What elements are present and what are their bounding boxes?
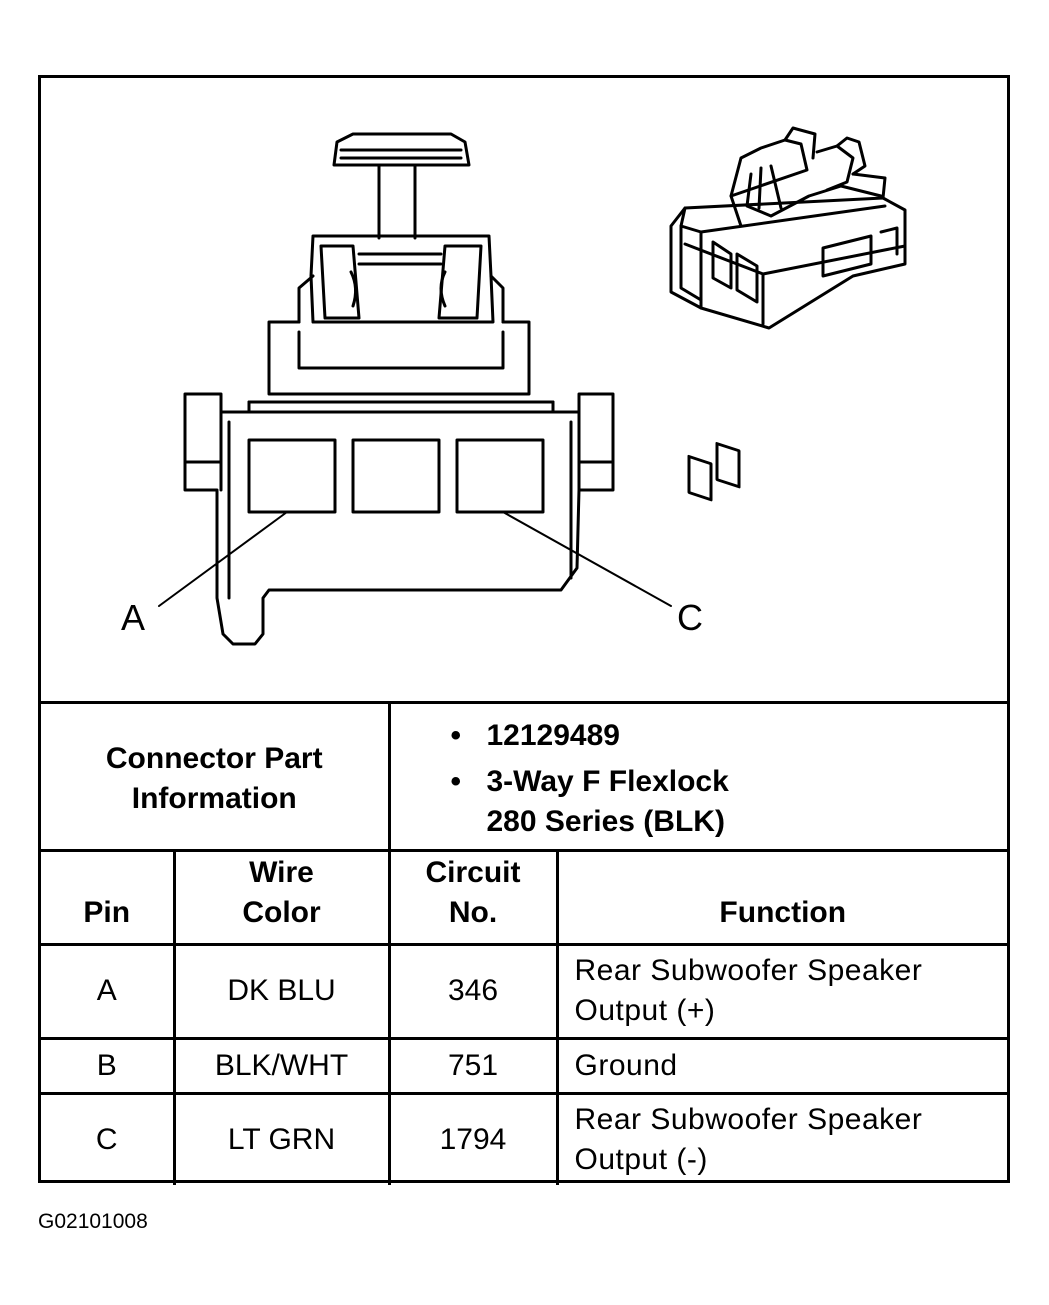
connector-body xyxy=(183,392,615,646)
leader-line-c xyxy=(502,511,672,607)
pin-table: Pin Wire Color Circuit No. Function A DK… xyxy=(41,849,1007,1186)
part-description: 3-Way F Flexlock 280 Series (BLK) xyxy=(451,762,1008,842)
connector-drawing xyxy=(158,126,907,646)
connector-diagram: A C xyxy=(41,78,1007,701)
header-pin: Pin xyxy=(41,849,176,946)
header-wire-color: Wire Color xyxy=(172,849,391,946)
cell-pin: A xyxy=(41,942,176,1040)
leader-line-a xyxy=(158,511,288,607)
connector-frame: A C Connector Part Information 12129489 … xyxy=(38,75,1010,1186)
cavity-a xyxy=(247,438,337,514)
connector-part-info-table: Connector Part Information 12129489 3-Wa… xyxy=(41,700,1008,854)
cell-wire-color: LT GRN xyxy=(172,1091,391,1186)
figure-id: G02101008 xyxy=(38,1210,148,1233)
pin-callout-a: A xyxy=(121,597,146,638)
cell-function: Rear Subwoofer Speaker Output (+) xyxy=(555,942,1007,1040)
cavity-b xyxy=(351,438,441,514)
table-row: B BLK/WHT 751 Ground xyxy=(41,1036,1007,1095)
cell-wire-color: DK BLU xyxy=(172,942,391,1040)
cell-function: Rear Subwoofer Speaker Output (-) xyxy=(555,1091,1007,1186)
connector-part-info-values: 12129489 3-Way F Flexlock 280 Series (BL… xyxy=(387,700,1008,854)
latch-tab xyxy=(332,132,471,240)
connector-part-info-label: Connector Part Information xyxy=(41,700,391,854)
latch-housing xyxy=(267,234,531,396)
part-number: 12129489 xyxy=(451,716,1008,756)
pin-table-header: Pin Wire Color Circuit No. Function xyxy=(41,849,1007,946)
cell-circuit: 1794 xyxy=(387,1091,559,1186)
part-description-line2: 280 Series (BLK) xyxy=(486,804,725,838)
cell-circuit: 346 xyxy=(387,942,559,1040)
header-circuit-no: Circuit No. xyxy=(387,849,559,946)
header-function: Function xyxy=(555,849,1007,946)
part-info-label-line1: Connector Part xyxy=(105,741,323,775)
cell-pin: C xyxy=(41,1091,176,1186)
cell-wire-color: BLK/WHT xyxy=(172,1036,391,1095)
table-row: A DK BLU 346 Rear Subwoofer Speaker Outp… xyxy=(41,942,1007,1040)
connector-iso-view xyxy=(669,126,907,502)
table-row: C LT GRN 1794 Rear Subwoofer Speaker Out… xyxy=(41,1091,1007,1186)
part-description-line1: 3-Way F Flexlock xyxy=(486,764,729,798)
cell-pin: B xyxy=(41,1036,176,1095)
pin-callout-c: C xyxy=(677,597,703,638)
cell-circuit: 751 xyxy=(387,1036,559,1095)
cavity-c xyxy=(455,438,545,514)
part-info-label-line2: Information xyxy=(131,781,297,815)
cell-function: Ground xyxy=(555,1036,1007,1095)
